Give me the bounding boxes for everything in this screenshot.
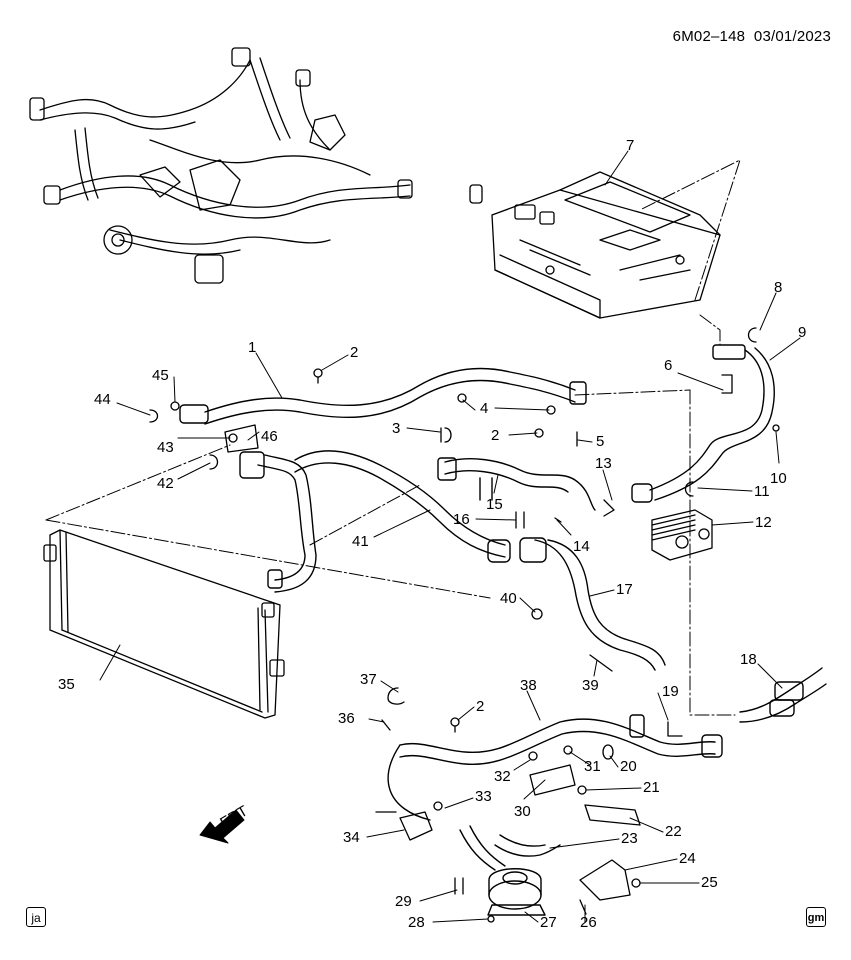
callout-45: 45 — [152, 367, 169, 384]
inverter-module — [491, 171, 721, 319]
callout-19: 19 — [662, 683, 679, 700]
callout-28: 28 — [408, 914, 425, 931]
callout-29: 29 — [395, 893, 412, 910]
callout-42: 42 — [157, 475, 174, 492]
callout-16: 16 — [453, 511, 470, 528]
callout-6: 6 — [664, 357, 672, 374]
callout-leaders — [99, 150, 801, 923]
callout-labels: 1 2 2 2 3 4 5 6 7 8 9 10 11 12 13 14 15 … — [58, 137, 806, 931]
callout-7: 7 — [626, 137, 634, 154]
cooler-hose — [631, 344, 775, 503]
callout-2-a: 2 — [350, 344, 358, 361]
callout-40: 40 — [500, 590, 517, 607]
upper-coolant-hose — [179, 367, 587, 425]
callout-1: 1 — [248, 339, 256, 356]
lower-return-hose — [387, 714, 723, 821]
diagram-reference: 6M02–148 03/01/2023 — [673, 28, 831, 45]
locale-badge: ja — [26, 907, 46, 927]
callout-11: 11 — [754, 483, 770, 500]
wiring-harness — [29, 47, 483, 284]
callout-13: 13 — [595, 455, 612, 472]
callout-37: 37 — [360, 671, 377, 688]
callout-33: 33 — [475, 788, 492, 805]
brackets — [224, 424, 641, 901]
callout-2-b: 2 — [491, 427, 499, 444]
callout-5: 5 — [596, 433, 604, 450]
callout-38: 38 — [520, 677, 537, 694]
front-direction-arrow: FRT — [199, 802, 251, 844]
heater-hose — [437, 457, 596, 511]
callout-9: 9 — [798, 324, 806, 341]
callout-18: 18 — [740, 651, 757, 668]
callout-36: 36 — [338, 710, 355, 727]
callout-2-c: 2 — [476, 698, 484, 715]
doc-date: 03/01/2023 — [753, 28, 831, 45]
callout-25: 25 — [701, 874, 718, 891]
callout-41: 41 — [352, 533, 369, 550]
callout-15: 15 — [486, 496, 503, 513]
leader-lines — [45, 159, 741, 716]
callout-21: 21 — [643, 779, 660, 796]
radiator-outlet-hose — [239, 450, 506, 593]
callout-8: 8 — [774, 279, 782, 296]
lower-coolant-hose — [487, 537, 666, 671]
callout-27: 27 — [540, 914, 557, 931]
callout-39: 39 — [582, 677, 599, 694]
callout-26: 26 — [580, 914, 597, 931]
callout-24: 24 — [679, 850, 696, 867]
callout-46: 46 — [261, 428, 278, 445]
callout-31: 31 — [584, 758, 601, 775]
callout-35: 35 — [58, 676, 75, 693]
callout-10: 10 — [770, 470, 787, 487]
gm-logo: gm — [806, 907, 826, 927]
callout-34: 34 — [343, 829, 360, 846]
callout-43: 43 — [157, 439, 174, 456]
callout-17: 17 — [616, 581, 633, 598]
oil-cooler — [651, 509, 713, 561]
callout-32: 32 — [494, 768, 511, 785]
doc-id: 6M02–148 — [672, 28, 746, 45]
callout-30: 30 — [514, 803, 531, 820]
callout-22: 22 — [665, 823, 682, 840]
callout-14: 14 — [573, 538, 590, 555]
callout-12: 12 — [755, 514, 772, 531]
callout-23: 23 — [621, 830, 638, 847]
callout-44: 44 — [94, 391, 111, 408]
coolant-pump — [459, 825, 561, 916]
radiator — [43, 529, 285, 719]
callout-20: 20 — [620, 758, 637, 775]
fasteners — [149, 327, 780, 923]
callout-3: 3 — [392, 420, 400, 437]
callout-4: 4 — [480, 400, 488, 417]
charger-hose — [739, 667, 827, 723]
